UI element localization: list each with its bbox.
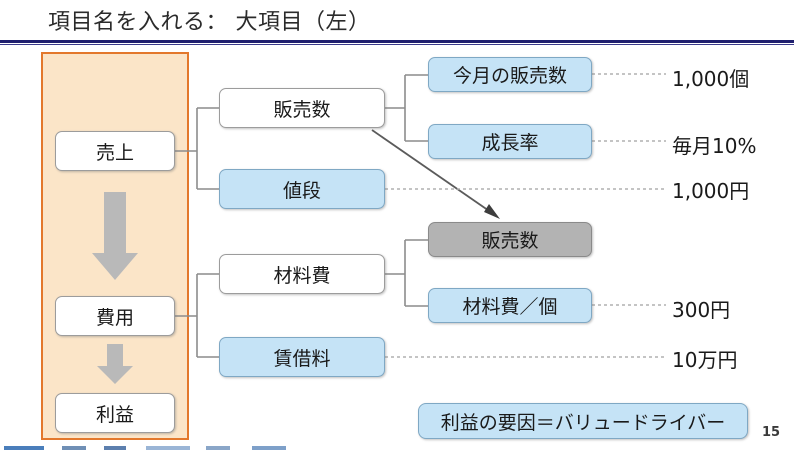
- value-monthly-sales-volume: 1,000個: [672, 67, 750, 91]
- node-sales-volume-reference-label: 販売数: [481, 230, 539, 252]
- value-growth-rate: 毎月10%: [672, 134, 757, 158]
- node-rent[interactable]: 賃借料: [219, 337, 385, 377]
- legend-value-driver-label: 利益の要因＝バリュードライバー: [440, 411, 726, 434]
- node-cost[interactable]: 費用: [55, 296, 175, 336]
- page-number: 15: [762, 425, 781, 440]
- strip-chip: [4, 446, 44, 450]
- node-sales[interactable]: 売上: [55, 131, 175, 171]
- node-material-cost-label: 材料費: [273, 264, 331, 287]
- strip-chip: [104, 446, 126, 450]
- title-divider-thick: [0, 40, 794, 43]
- strip-chip: [62, 446, 86, 450]
- strip-chip: [146, 446, 190, 450]
- node-profit-label: 利益: [95, 403, 134, 426]
- node-material-cost-per-unit-label: 材料費／個: [462, 296, 558, 318]
- node-cost-label: 費用: [95, 306, 134, 329]
- legend-value-driver[interactable]: 利益の要因＝バリュードライバー: [418, 403, 748, 439]
- node-rent-label: 賃借料: [273, 347, 331, 370]
- strip-chip: [252, 446, 286, 450]
- left-column-highlight-panel: [41, 52, 189, 440]
- node-material-cost-per-unit[interactable]: 材料費／個: [428, 288, 592, 323]
- node-profit[interactable]: 利益: [55, 393, 175, 433]
- value-material-cost-per-unit: 300円: [672, 298, 731, 322]
- value-price: 1,000円: [672, 179, 750, 203]
- bracket-units: [385, 74, 428, 142]
- bracket-material: [385, 239, 428, 307]
- node-sales-volume-reference[interactable]: 販売数: [428, 222, 592, 257]
- title-divider-thin: [0, 44, 794, 45]
- strip-chip: [206, 446, 230, 450]
- value-rent: 10万円: [672, 348, 738, 372]
- page-title: 項目名を入れる： 大項目（左）: [48, 10, 371, 35]
- node-monthly-sales-volume-label: 今月の販売数: [452, 65, 567, 87]
- node-monthly-sales-volume[interactable]: 今月の販売数: [428, 57, 592, 92]
- node-growth-rate-label: 成長率: [481, 132, 539, 154]
- title-bar: 項目名を入れる： 大項目（左）: [0, 0, 794, 42]
- node-material-cost[interactable]: 材料費: [219, 254, 385, 294]
- node-sales-label: 売上: [95, 141, 134, 164]
- node-growth-rate[interactable]: 成長率: [428, 124, 592, 159]
- node-price[interactable]: 値段: [219, 169, 385, 209]
- node-sales-volume-label: 販売数: [273, 98, 331, 121]
- bottom-cropped-strip: [0, 445, 794, 450]
- node-sales-volume[interactable]: 販売数: [219, 88, 385, 128]
- node-price-label: 値段: [282, 179, 321, 202]
